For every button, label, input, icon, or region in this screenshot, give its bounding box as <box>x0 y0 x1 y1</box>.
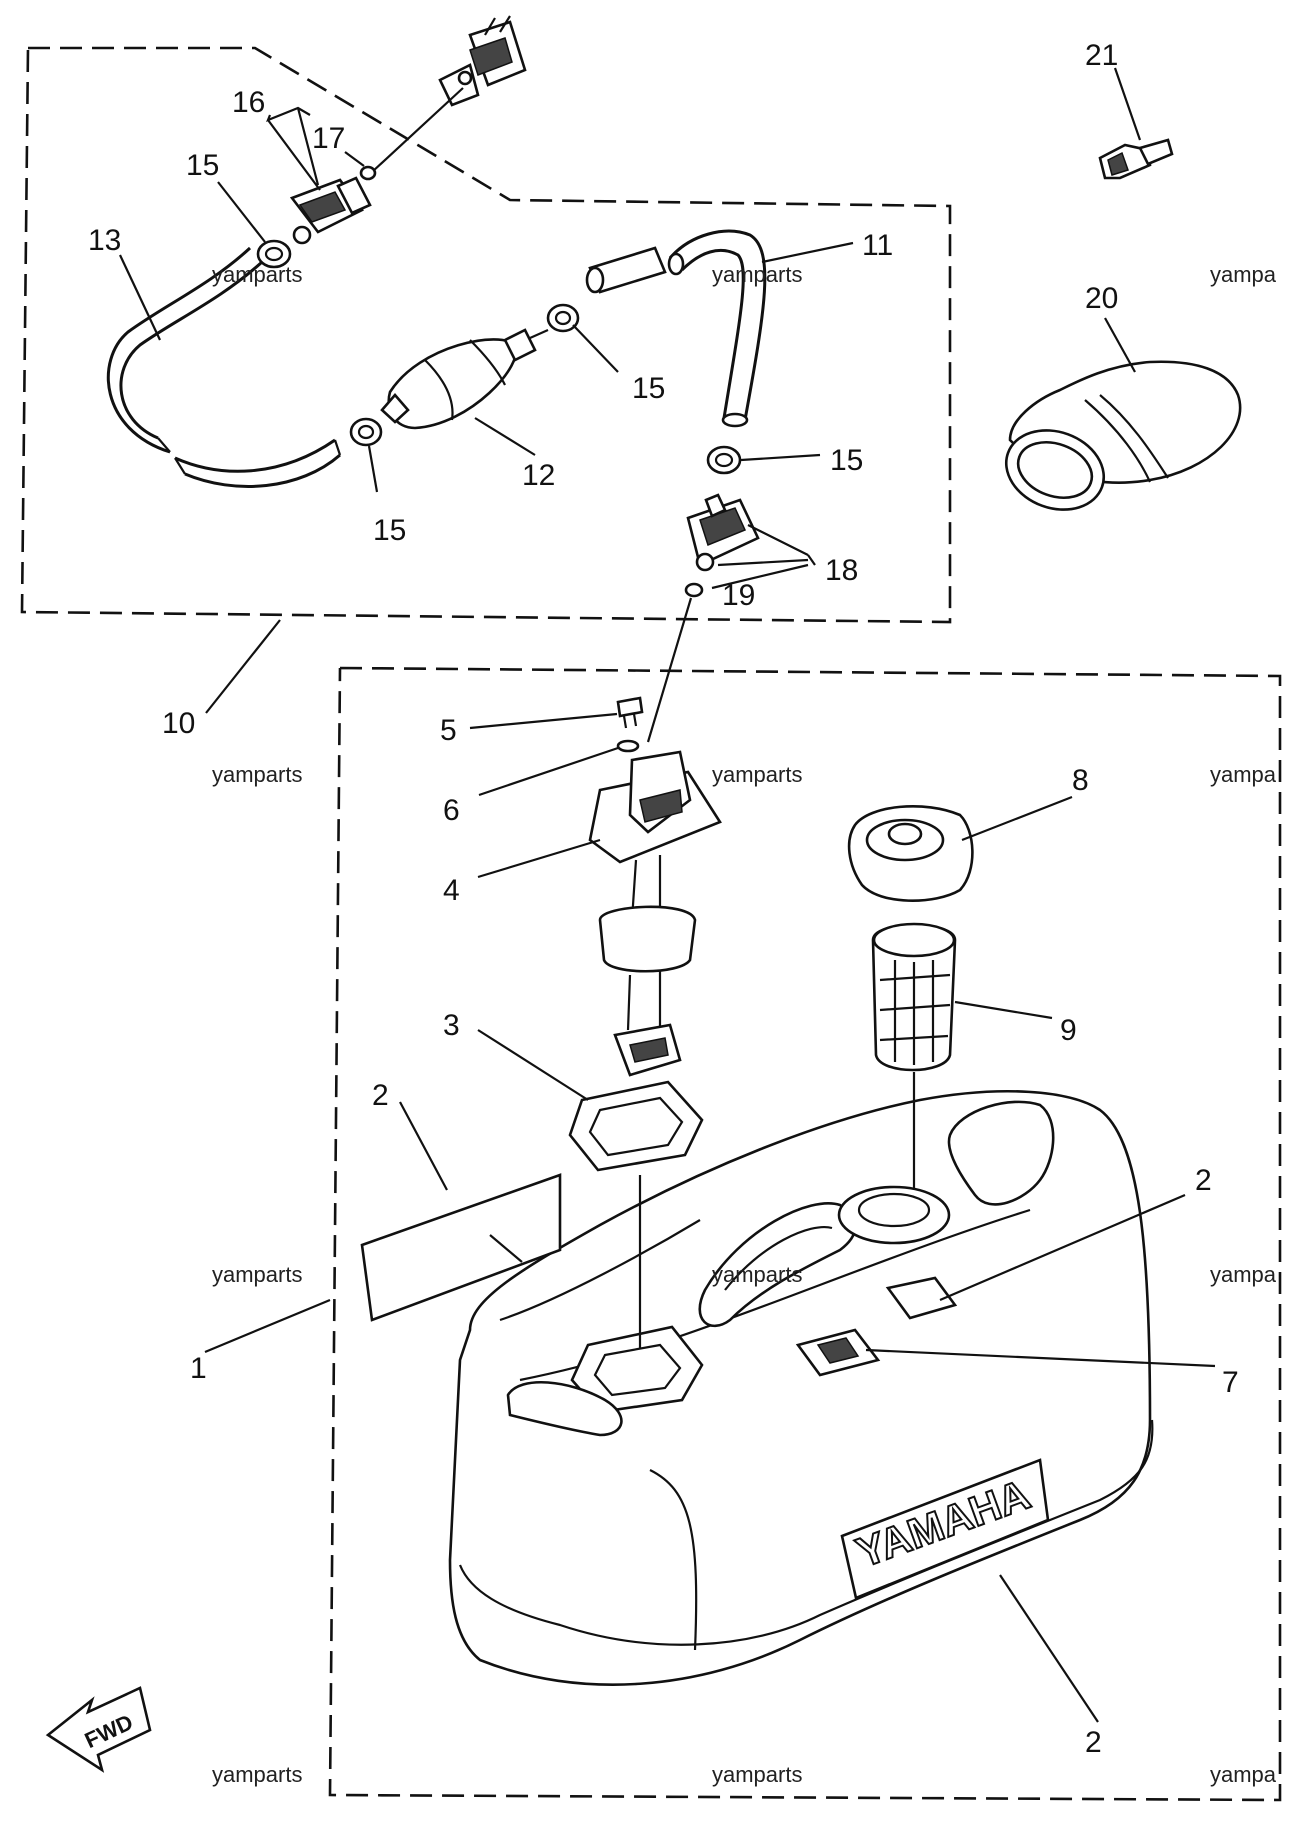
fitting-21 <box>1098 138 1174 180</box>
leader-lines <box>119 67 1216 1723</box>
callout-12: 11 <box>862 229 893 262</box>
callout-6: 5 <box>440 714 457 747</box>
fwd-direction-arrow: FWD <box>45 1686 152 1773</box>
watermark: yampa <box>1210 1262 1277 1287</box>
watermark: yampa <box>1210 262 1277 287</box>
connector-leader <box>371 87 464 173</box>
watermark: yamparts <box>712 262 802 287</box>
washer-7 <box>616 739 640 753</box>
fuel-gauge-unit-4 <box>588 750 722 1077</box>
callout-9: 9 <box>1060 1014 1077 1047</box>
callout-15-a: 15 <box>186 149 219 182</box>
callout-15-c: 15 <box>830 444 863 477</box>
watermark: yamparts <box>712 762 802 787</box>
watermark: yamparts <box>212 262 302 287</box>
fuel-hose-12 <box>667 229 767 428</box>
callout-4: 4 <box>443 874 460 907</box>
o-ring-19 <box>684 582 704 598</box>
callout-2-a: 2 <box>372 1079 389 1112</box>
callout-17: 17 <box>312 122 345 155</box>
callout-14: 13 <box>88 224 121 257</box>
fuel-tank-cover-20 <box>1004 360 1242 511</box>
label-2-left <box>360 1173 562 1322</box>
hose-short-section <box>585 246 667 294</box>
watermark: yampa <box>1210 1762 1277 1787</box>
o-ring-17 <box>359 165 377 181</box>
clamp-15-middle <box>546 303 580 333</box>
callout-15-d: 15 <box>373 514 406 547</box>
engine-side-connector <box>438 15 527 107</box>
callout-5: 3 <box>443 1009 460 1042</box>
callout-16: 16 <box>232 86 265 119</box>
filler-cap-8 <box>847 805 974 902</box>
callout-2-b: 2 <box>1085 1726 1102 1759</box>
callout-1: 1 <box>190 1352 207 1385</box>
callout-11: 10 <box>162 707 195 740</box>
fuel-hose-assembly-group-box <box>20 46 952 624</box>
clamp-15-upper-left <box>256 239 292 269</box>
callout-15-b: 15 <box>632 372 665 405</box>
callout-labels: 21 16 17 15 13 11 20 15 12 15 15 18 19 1… <box>88 39 1239 1759</box>
callout-18: 18 <box>825 554 858 587</box>
callout-20: 20 <box>1085 282 1118 315</box>
watermark: yamparts <box>212 1762 302 1787</box>
tank-side-connector-18 <box>686 493 760 572</box>
callout-21: 21 <box>1085 39 1118 72</box>
callout-13: 12 <box>522 459 555 492</box>
gasket-5 <box>568 1080 704 1172</box>
fuel-tank-assembly-group-box <box>328 666 1282 1802</box>
filter-strainer-9 <box>871 922 957 1072</box>
watermarks: yamparts yamparts yampa yamparts yampart… <box>212 262 1277 1787</box>
watermark: yamparts <box>712 1762 802 1787</box>
callout-3: 2 <box>1195 1164 1212 1197</box>
callout-8: 8 <box>1072 764 1089 797</box>
callout-7: 6 <box>443 794 460 827</box>
watermark: yamparts <box>212 1262 302 1287</box>
callout-10: 7 <box>1222 1366 1239 1399</box>
watermark: yampa <box>1210 762 1277 787</box>
primer-bulb-13 <box>380 328 549 430</box>
clamp-15-lower <box>349 417 383 447</box>
watermark: yamparts <box>712 1262 802 1287</box>
hose-joint-16 <box>289 176 372 245</box>
watermark: yamparts <box>212 762 302 787</box>
clamp-15-right <box>706 445 742 475</box>
fuel-hose-14 <box>106 246 342 488</box>
callout-19: 19 <box>722 579 755 612</box>
screw-6 <box>616 696 644 729</box>
